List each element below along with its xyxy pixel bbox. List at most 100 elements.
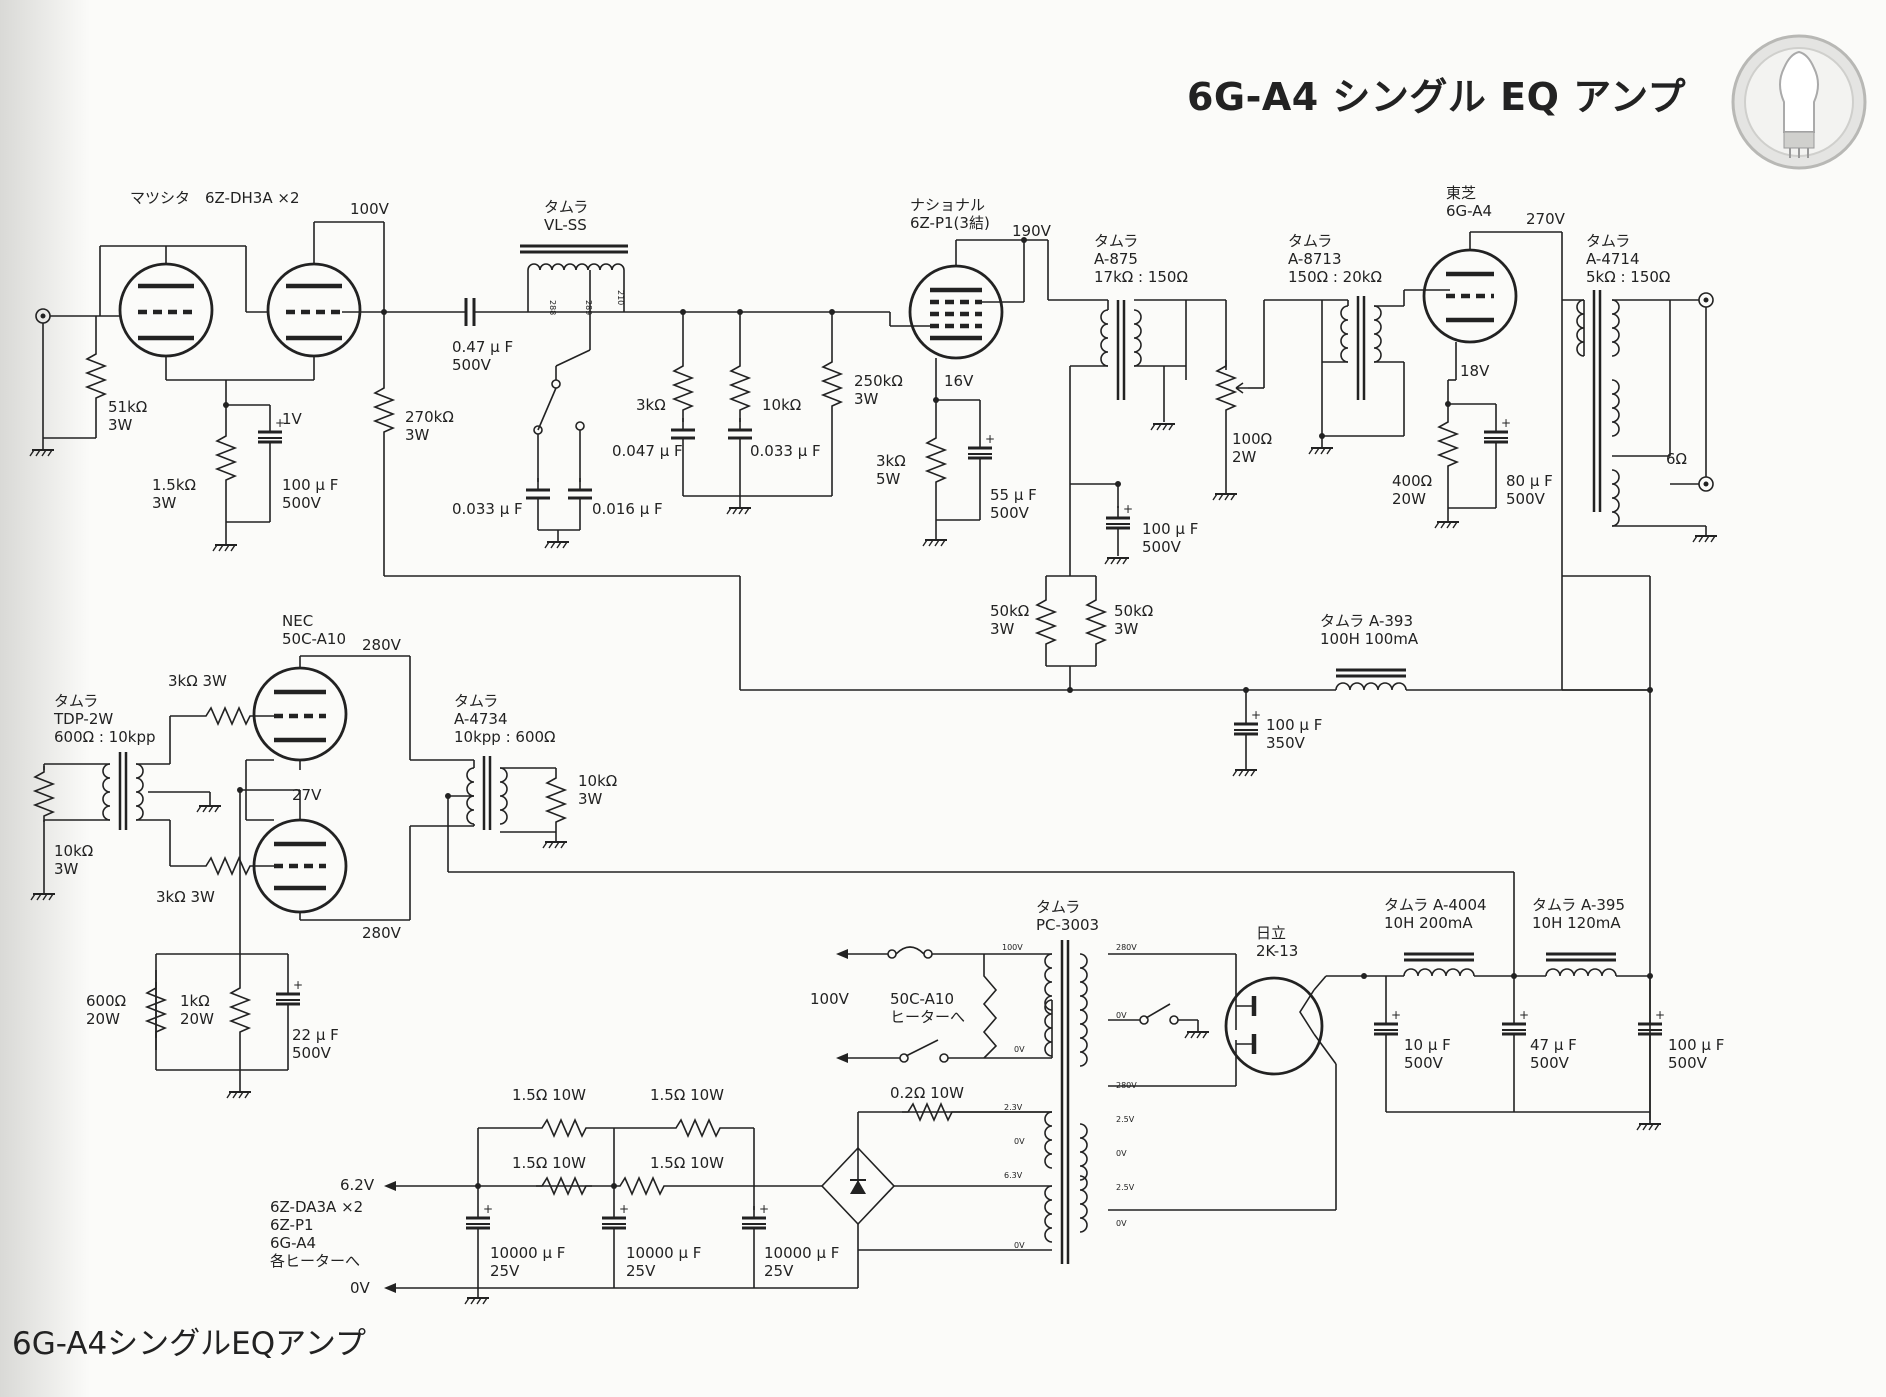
choke-a395	[1545, 952, 1617, 977]
label-c55u: 55 μ F	[990, 486, 1037, 504]
label-t-a4734-ratio: 10kpp : 600Ω	[454, 728, 556, 746]
label-t-a4714: A-4714	[1586, 250, 1640, 268]
label-t-tdp-ratio: 600Ω : 10kpp	[54, 728, 156, 746]
label-t-a8713: A-8713	[1288, 250, 1342, 268]
power-transformer-pc3003	[1044, 940, 1088, 1264]
label-r250k-w: 3W	[854, 390, 879, 408]
tube-v4a	[252, 666, 348, 762]
label-r600: 600Ω	[86, 992, 126, 1010]
label-r600-w: 20W	[86, 1010, 120, 1028]
label-v2-maker: ナショナル	[910, 196, 985, 214]
label-c100u-4: 100 μ F	[1668, 1036, 1724, 1054]
figure-caption: 6G-A4シングルEQアンプ	[12, 1326, 366, 1362]
label-r51k: 51kΩ	[108, 398, 147, 416]
choke-a4004	[1403, 952, 1475, 977]
label-ch-a4004: タムラ A-4004	[1384, 896, 1487, 914]
transformer-a875	[1100, 299, 1186, 400]
label-pt-0v-e: 0V	[1116, 1149, 1127, 1158]
label-r15-c: 1.5Ω 10W	[512, 1154, 586, 1172]
label-r15-a: 1.5Ω 10W	[512, 1086, 586, 1104]
label-t-a4734: A-4734	[454, 710, 508, 728]
label-b-280v-b: 280V	[362, 924, 402, 942]
label-c10000c-v: 25V	[764, 1262, 794, 1280]
choke-a393	[1335, 668, 1407, 691]
label-c10000c: 10000 μ F	[764, 1244, 839, 1262]
label-c10000b: 10000 μ F	[626, 1244, 701, 1262]
label-v1-type: 6Z-DH3A ×2	[205, 189, 299, 207]
label-ch-a4004-spec: 10H 200mA	[1384, 914, 1473, 932]
label-pt-25v-b: 2.5V	[1116, 1183, 1135, 1192]
label-c22u-v: 500V	[292, 1044, 332, 1062]
label-c047-v: 500V	[452, 356, 492, 374]
label-c47u-v: 500V	[1530, 1054, 1570, 1072]
label-b-270v: 270V	[1526, 210, 1566, 228]
label-pt-23v: 2.3V	[1004, 1103, 1023, 1112]
label-pt-100v: 100V	[1002, 943, 1023, 952]
label-c100u-3-v: 350V	[1266, 734, 1306, 752]
label-t-a875-ratio: 17kΩ : 150Ω	[1094, 268, 1188, 286]
label-ac100: 100V	[810, 990, 850, 1008]
label-r3k: 3kΩ	[636, 396, 666, 414]
label-t-tdp: TDP-2W	[53, 710, 113, 728]
tube-v3	[1422, 248, 1518, 344]
label-r10k-in-w: 3W	[54, 860, 79, 878]
label-r50k-a: 50kΩ	[990, 602, 1029, 620]
transformer-a8713	[1340, 296, 1382, 400]
label-b-190v: 190V	[1012, 222, 1052, 240]
label-pt-0v-b: 0V	[1116, 1011, 1127, 1020]
label-ch-a393-spec: 100H 100mA	[1320, 630, 1419, 648]
label-c047: 0.47 μ F	[452, 338, 513, 356]
label-t-a4734-maker: タムラ	[454, 692, 498, 710]
label-t-a8713-ratio: 150Ω : 20kΩ	[1288, 268, 1382, 286]
label-htr1: 6Z-DA3A ×2	[270, 1198, 363, 1216]
label-t-a4714-maker: タムラ	[1586, 232, 1630, 250]
label-htr2: 6Z-P1	[270, 1216, 314, 1234]
label-v-18v: 18V	[1460, 362, 1490, 380]
label-ch-a393: タムラ A-393	[1320, 612, 1413, 630]
label-v3-maker: 東芝	[1446, 184, 1476, 202]
label-pt-280v-a: 280V	[1116, 943, 1137, 952]
label-c80u: 80 μ F	[1506, 472, 1553, 490]
label-r51k-w: 3W	[108, 416, 133, 434]
label-v4-maker: NEC	[282, 612, 313, 630]
page-title: 6G-A4 シングル EQ アンプ	[1186, 75, 1686, 119]
label-pt-0v-f: 0V	[1116, 1219, 1127, 1228]
label-c55u-v: 500V	[990, 504, 1030, 522]
label-t-a8713-maker: タムラ	[1288, 232, 1332, 250]
page-edge-shadow	[0, 0, 90, 1397]
label-b-280v-a: 280V	[362, 636, 402, 654]
label-ch-a395-spec: 10H 120mA	[1532, 914, 1621, 932]
label-c10000a-v: 25V	[490, 1262, 520, 1280]
label-pt-63v: 6.3V	[1004, 1171, 1023, 1180]
label-b-100v: 100V	[350, 200, 390, 218]
transformer-vlss: 288 289 210	[520, 244, 628, 350]
label-htr3: 6G-A4	[270, 1234, 316, 1252]
label-c100u-3: 100 μ F	[1266, 716, 1322, 734]
label-c10000a: 10000 μ F	[490, 1244, 565, 1262]
label-r02: 0.2Ω 10W	[890, 1084, 964, 1102]
label-r50k-a-w: 3W	[990, 620, 1015, 638]
rectifier-2k13	[1224, 976, 1324, 1076]
label-pt-0v-d: 0V	[1014, 1241, 1025, 1250]
label-t-vlss-maker: タムラ	[544, 198, 588, 216]
label-pt: PC-3003	[1036, 916, 1099, 934]
label-r1k: 1kΩ	[180, 992, 210, 1010]
label-r3k3w-a: 3kΩ 3W	[168, 672, 227, 690]
label-t-a875: A-875	[1094, 250, 1138, 268]
label-c10u-v: 500V	[1404, 1054, 1444, 1072]
label-t-vlss: VL-SS	[544, 216, 587, 234]
input-jack	[29, 308, 55, 457]
transformer-tdp2w	[102, 752, 144, 830]
label-v4-type: 50C-A10	[282, 630, 346, 648]
label-r10k-out-w: 3W	[578, 790, 603, 808]
label-v2-type: 6Z-P1(3結)	[910, 214, 990, 232]
label-v1-maker: マツシタ	[130, 189, 190, 207]
label-r400: 400Ω	[1392, 472, 1432, 490]
label-c47u: 47 μ F	[1530, 1036, 1577, 1054]
label-c10000b-v: 25V	[626, 1262, 656, 1280]
label-t-tdp-maker: タムラ	[54, 692, 98, 710]
label-heater-to2: ヒーターへ	[890, 1008, 965, 1026]
label-htr4: 各ヒーターへ	[270, 1252, 360, 1270]
label-v62: 6.2V	[340, 1176, 375, 1194]
